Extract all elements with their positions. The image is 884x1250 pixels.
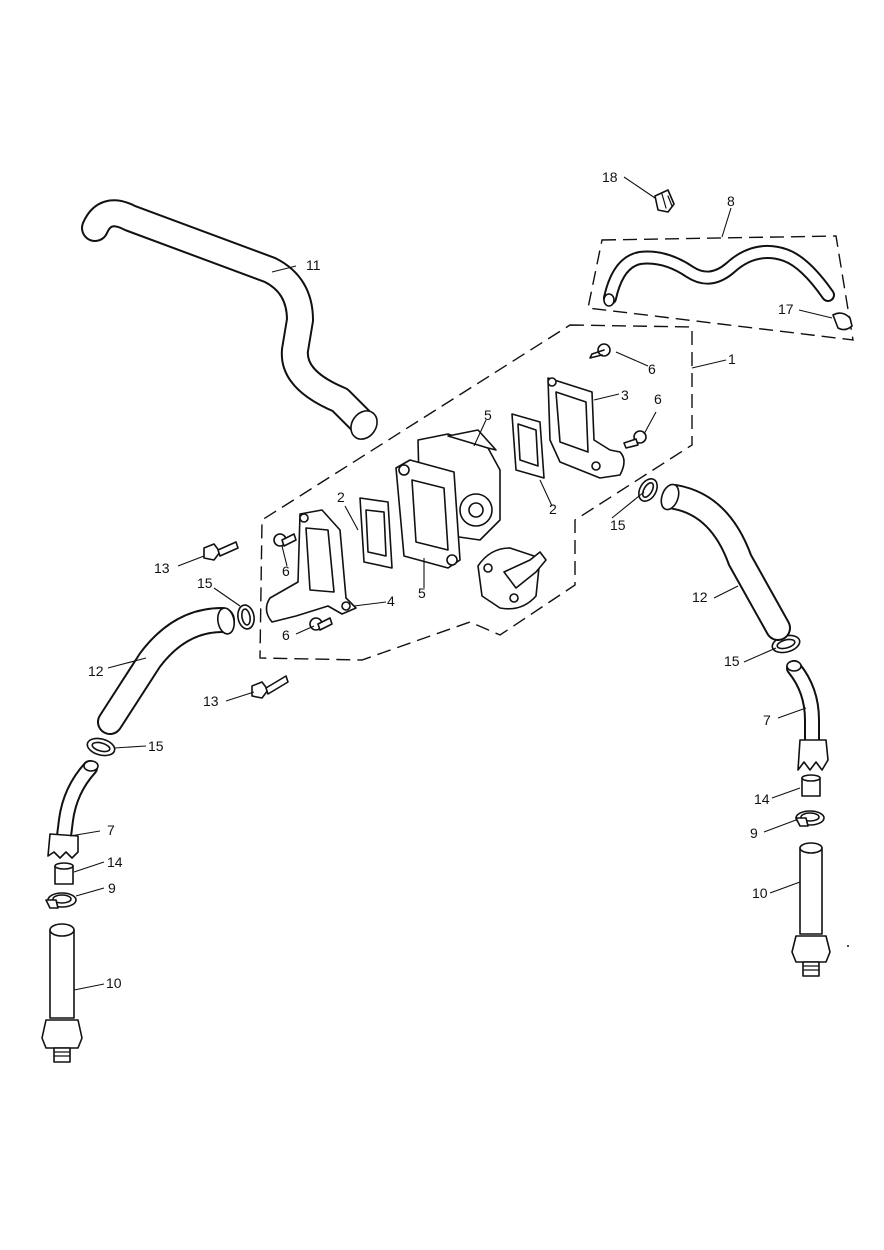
bolt-6-right — [623, 430, 647, 449]
reed-gasket-2-right — [511, 413, 545, 479]
callout-15: 15 — [148, 738, 164, 754]
callout-13: 13 — [154, 560, 170, 576]
sleeve-14-right — [801, 774, 821, 797]
callout-13: 13 — [203, 693, 219, 709]
bolt-13-upper — [203, 541, 239, 561]
bolt-6-upper-right — [589, 343, 611, 359]
cap-17 — [832, 312, 853, 331]
callout-17: 17 — [778, 301, 794, 317]
bolt-6-left-upper — [273, 533, 297, 547]
reed-cover-3 — [547, 377, 625, 479]
callout-9: 9 — [750, 825, 758, 841]
clip-18 — [654, 189, 675, 213]
reed-cover-4 — [265, 509, 357, 623]
o-ring-15-upper-left — [237, 604, 255, 630]
o-ring-15-lower-left — [86, 737, 116, 757]
bolt-13-lower — [251, 675, 289, 699]
callout-14: 14 — [107, 854, 123, 870]
hose-11 — [81, 199, 378, 440]
o-ring-15-upper-right — [638, 478, 658, 502]
leader-lines — [69, 176, 833, 991]
callout-5: 5 — [484, 407, 492, 423]
callout-9: 9 — [108, 880, 116, 896]
bent-pipe-7-right — [786, 660, 829, 771]
assembly-boundary-8 — [587, 235, 854, 341]
callout-8: 8 — [727, 193, 735, 209]
callout-4: 4 — [387, 593, 395, 609]
fitting-10-left — [41, 923, 83, 1063]
callout-3: 3 — [621, 387, 629, 403]
bent-pipe-7-left — [47, 760, 99, 859]
speck — [847, 945, 849, 947]
callout-7: 7 — [107, 822, 115, 838]
reed-gasket-2-left — [359, 497, 393, 569]
reed-valve-5 — [395, 429, 501, 569]
clamp-9-right — [795, 810, 825, 827]
callout-14: 14 — [754, 791, 770, 807]
clamp-9-left — [45, 892, 77, 909]
callout-2: 2 — [337, 489, 345, 505]
callout-6: 6 — [648, 361, 656, 377]
callout-5: 5 — [418, 585, 426, 601]
callout-6: 6 — [282, 627, 290, 643]
vent-tube-8 — [603, 245, 835, 307]
callout-6: 6 — [282, 563, 290, 579]
callout-18: 18 — [602, 169, 618, 185]
fitting-10-right — [791, 842, 831, 977]
callout-10: 10 — [106, 975, 122, 991]
reed-valve-cover-5 — [477, 547, 547, 610]
sleeve-14-left — [54, 862, 74, 885]
callout-12: 12 — [88, 663, 104, 679]
callout-6: 6 — [654, 391, 662, 407]
callout-10: 10 — [752, 885, 768, 901]
hose-12-left — [97, 607, 235, 735]
callout-2: 2 — [549, 501, 557, 517]
callout-15: 15 — [197, 575, 213, 591]
hose-12-right — [660, 483, 791, 641]
callout-11: 11 — [306, 257, 321, 273]
callout-7: 7 — [763, 712, 771, 728]
callouts: 18 8 11 17 1 6 3 6 5 2 2 15 6 13 15 4 5 … — [88, 169, 794, 991]
bolt-6-left-lower — [309, 617, 333, 631]
callout-15: 15 — [610, 517, 626, 533]
callout-15: 15 — [724, 653, 740, 669]
assembly-boundary-1 — [259, 324, 693, 661]
callout-12: 12 — [692, 589, 708, 605]
callout-1: 1 — [728, 351, 736, 367]
